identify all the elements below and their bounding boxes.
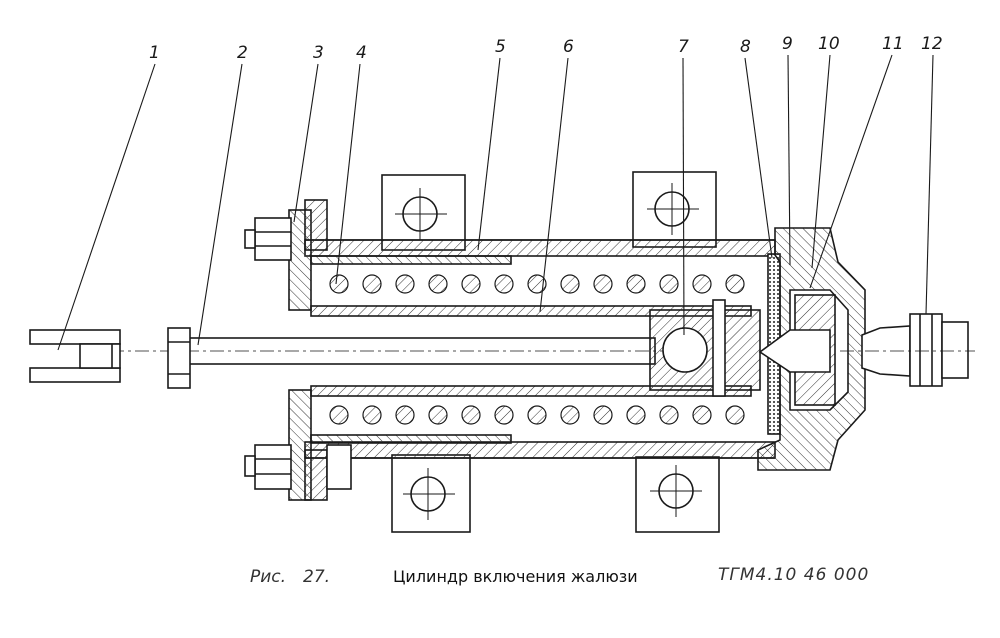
leader-line-3	[293, 63, 319, 223]
leader-line-5	[477, 57, 501, 251]
leader-line-9	[787, 54, 791, 266]
callout-10: 10	[818, 34, 840, 54]
callout-9: 9	[782, 34, 793, 54]
mounting-bracket-bottom-left	[391, 454, 471, 533]
leader-line-6	[539, 57, 569, 313]
cylinder-body	[304, 239, 776, 459]
callout-2: 2	[237, 43, 248, 63]
leader-line-4	[335, 63, 361, 285]
piston	[649, 299, 761, 397]
inner-sleeve	[310, 255, 752, 444]
leader-line-11	[809, 54, 893, 289]
callout-5: 5	[495, 37, 506, 57]
mounting-bracket-bottom-right	[635, 456, 720, 533]
figure-label: Рис.	[250, 567, 286, 587]
drawing-code: ТГМ4.10 46 000	[718, 565, 869, 585]
cover-bolt-bottom	[244, 444, 352, 490]
callout-6: 6	[563, 37, 574, 57]
callout-7: 7	[678, 37, 689, 57]
spring-upper	[329, 274, 745, 294]
leader-line-8	[744, 57, 773, 259]
leader-line-12	[925, 54, 934, 315]
rod-fork	[29, 329, 121, 383]
mounting-bracket-top-left	[381, 174, 466, 251]
leader-line-1	[57, 63, 156, 351]
callout-8: 8	[740, 37, 751, 57]
callout-3: 3	[313, 43, 324, 63]
leader-line-10	[811, 54, 831, 269]
front-cover	[288, 199, 328, 501]
spring-lower	[329, 405, 745, 425]
figure-title: Цилиндр включения жалюзи	[393, 567, 638, 586]
pipe-fitting	[840, 313, 975, 387]
figure-number: 27.	[303, 567, 330, 587]
valve-seat	[758, 294, 836, 406]
mounting-bracket-top-right	[632, 171, 717, 248]
callout-1: 1	[149, 43, 160, 63]
leader-line-2	[197, 63, 243, 346]
callout-11: 11	[882, 34, 904, 54]
cover-bolt-top	[244, 217, 292, 261]
callout-4: 4	[356, 43, 367, 63]
lock-nut	[167, 327, 191, 389]
callout-12: 12	[921, 34, 943, 54]
leader-line-7	[682, 57, 685, 336]
